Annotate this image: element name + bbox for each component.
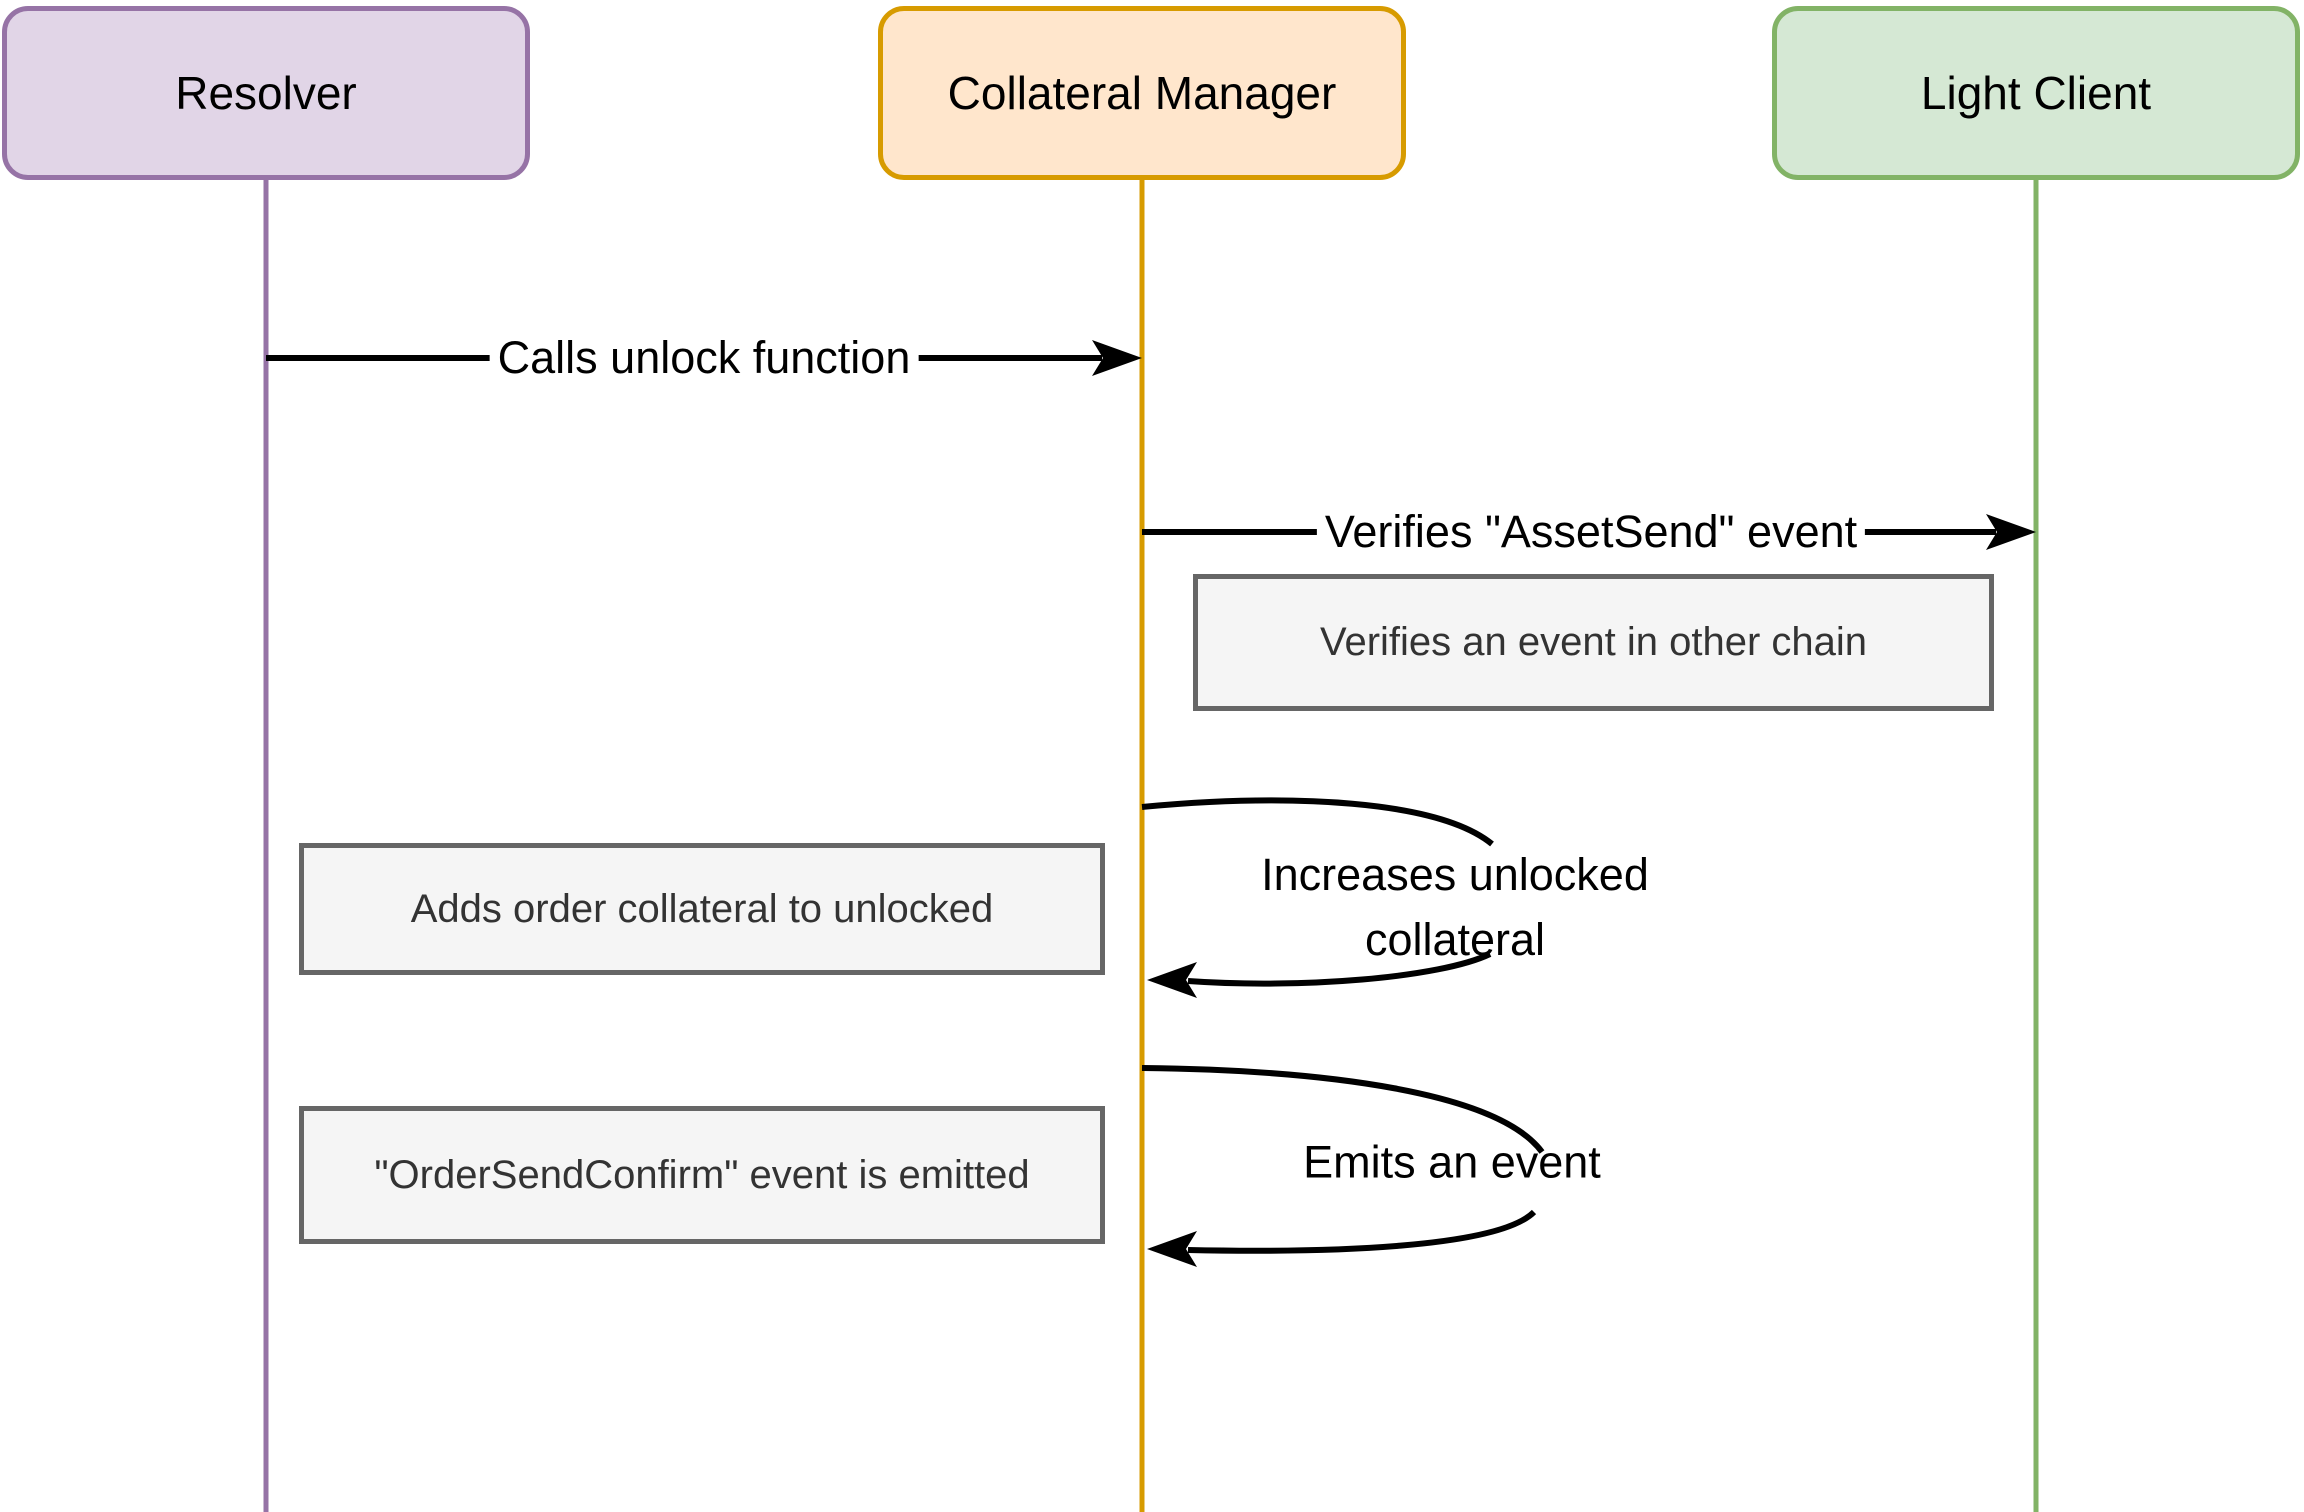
arrowhead-verifies-assetsend [1986, 514, 2036, 550]
selfloop-emits-bottom [1187, 1209, 1537, 1254]
note-adds-order-collateral: Adds order collateral to unlocked [299, 843, 1105, 975]
selfloop-emits-top [1141, 1065, 1545, 1154]
participant-resolver: Resolver [2, 6, 530, 180]
note-ordersendconfirm-emitted-label: "OrderSendConfirm" event is emitted [374, 1152, 1030, 1197]
arrowhead-selfloop-emits [1147, 1231, 1197, 1267]
participant-resolver-label: Resolver [175, 67, 357, 119]
message-calls-unlock-label: Calls unlock function [489, 330, 919, 386]
arrowhead-calls-unlock [1092, 340, 1142, 376]
note-verifies-event-other-chain-label: Verifies an event in other chain [1319, 620, 1867, 664]
note-ordersendconfirm-emitted: "OrderSendConfirm" event is emitted [299, 1106, 1105, 1244]
participant-light-client-label: Light Client [1920, 67, 2152, 119]
note-adds-order-collateral-label: Adds order collateral to unlocked [410, 886, 994, 931]
selfloop-increases-bottom [1187, 951, 1492, 987]
selfloop-increases-top [1141, 797, 1494, 847]
message-verifies-assetsend-label: Verifies "AssetSend" event [1316, 504, 1866, 560]
message-emits-event-label: Emits an event [1303, 1136, 1601, 1188]
arrowhead-selfloop-increases [1147, 962, 1197, 998]
note-verifies-event-other-chain: Verifies an event in other chain [1193, 574, 1994, 711]
participant-collateral-manager-label: Collateral Manager [947, 67, 1337, 119]
message-increases-collateral-label: Increases unlocked collateral [1261, 849, 1649, 965]
participant-collateral-manager: Collateral Manager [878, 6, 1406, 180]
participant-light-client: Light Client [1772, 6, 2300, 180]
